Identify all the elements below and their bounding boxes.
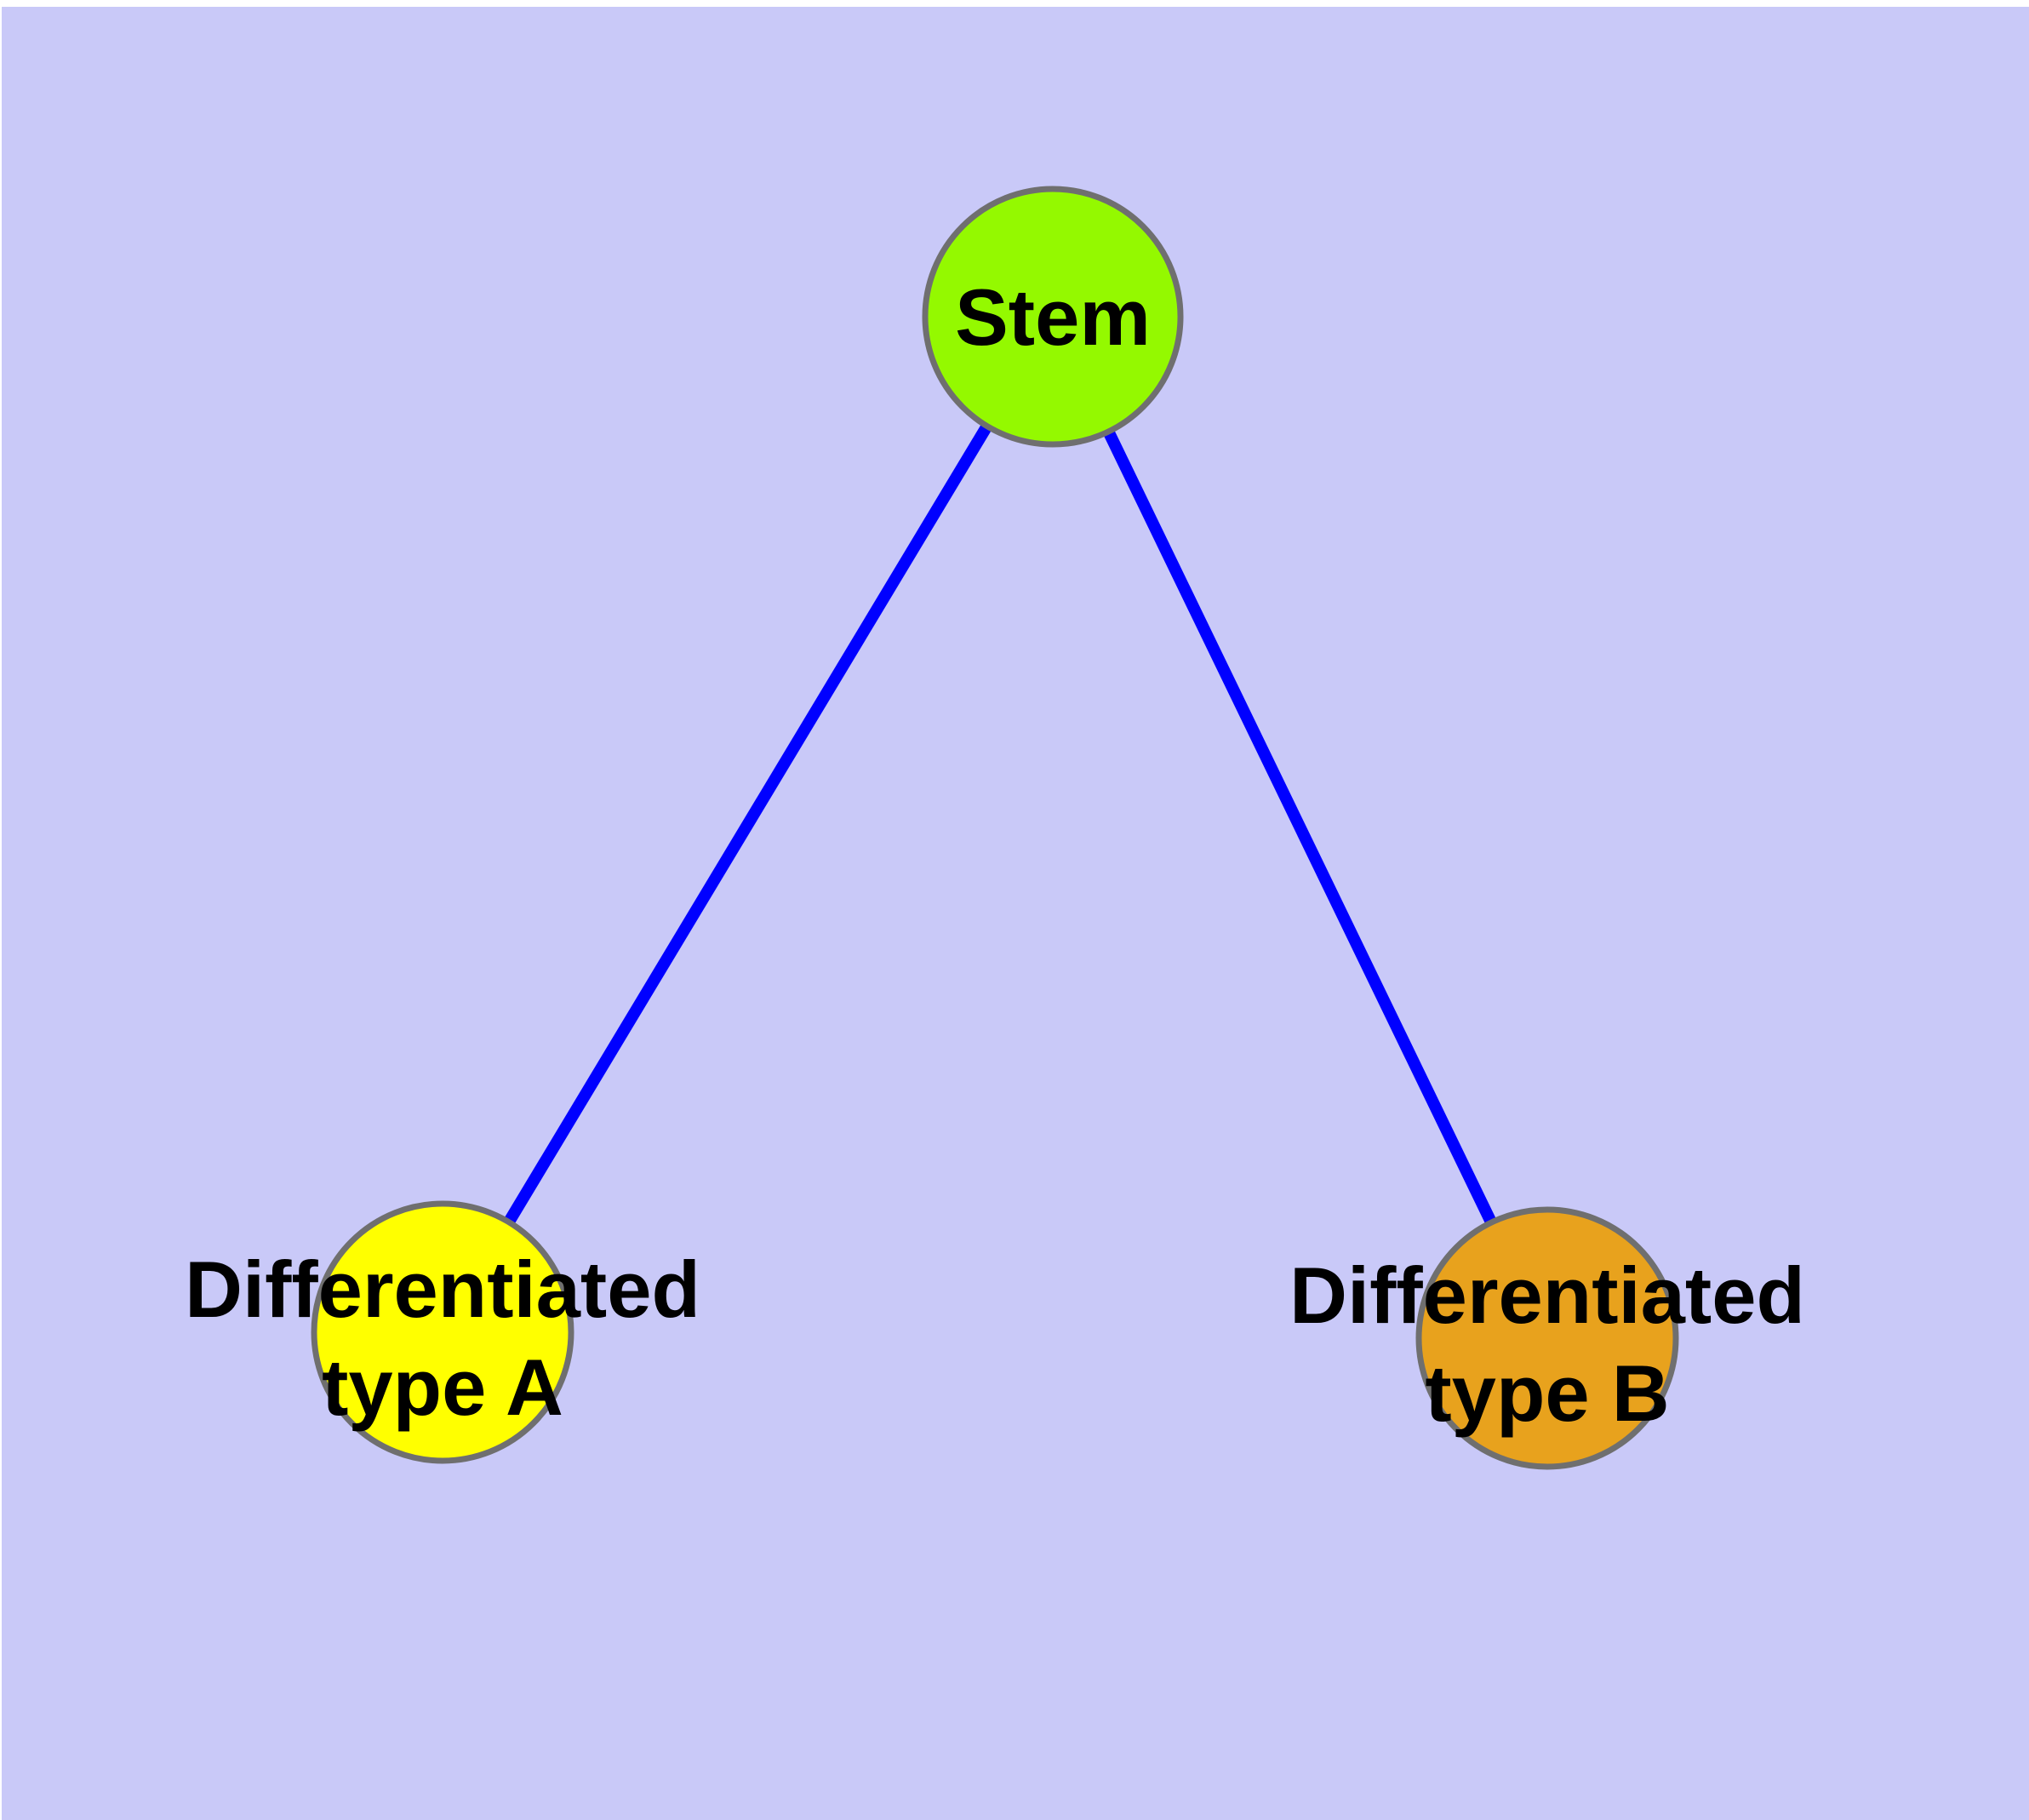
type-a-node-circle: [311, 1200, 574, 1464]
type-b-node: Differentiated type B: [1289, 1206, 1805, 1470]
edge-stem-to-type-b: [1047, 313, 1553, 1342]
stem-node: Stem: [922, 186, 1184, 448]
type-a-node: Differentiated type A: [185, 1200, 700, 1464]
type-a-node-label-line1: Differentiated: [185, 1245, 700, 1334]
stem-node-label: Stem: [955, 272, 1151, 362]
type-a-node-label-line2: type A: [322, 1342, 563, 1432]
type-b-node-label-line1: Differentiated: [1289, 1251, 1805, 1340]
type-b-node-label-line2: type B: [1425, 1348, 1669, 1438]
type-b-node-circle: [1415, 1206, 1679, 1470]
edge-stem-to-type-a: [437, 313, 1058, 1336]
edges: [437, 313, 1553, 1342]
stem-node-circle: [922, 186, 1184, 448]
